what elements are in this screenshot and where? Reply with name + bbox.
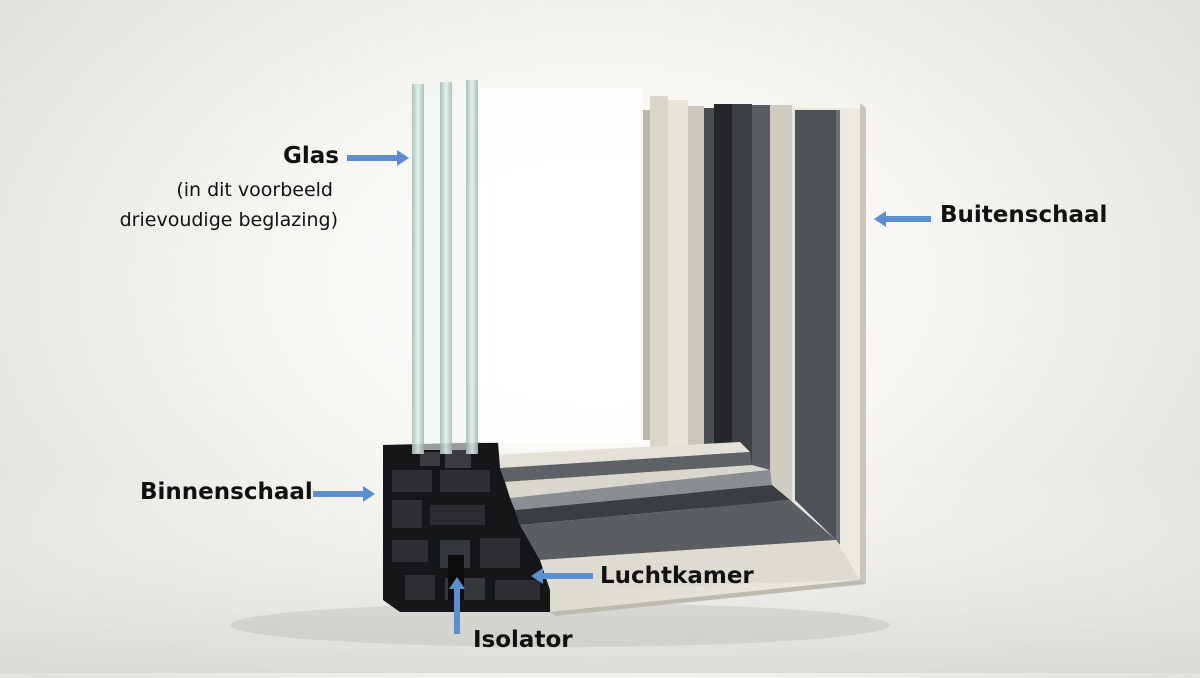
arrow-inner-shell [313, 486, 375, 502]
sill-layers [490, 442, 860, 590]
label-insulator: Isolator [473, 627, 573, 653]
arrows [313, 150, 931, 634]
dark-frame-layers [640, 96, 792, 530]
label-glass-note-2: drievoudige beglazing) [119, 209, 338, 231]
black-profile-section [383, 442, 550, 612]
label-glass: Glas [283, 143, 339, 169]
arrow-air-chamber [531, 568, 593, 584]
triple-glazing [412, 80, 643, 454]
label-inner-shell: Binnenschaal [140, 479, 313, 505]
arrow-insulator [449, 577, 465, 634]
label-air-chamber: Luchtkamer [600, 563, 754, 589]
arrow-outer-shell [874, 211, 931, 227]
label-glass-note-1: (in dit voorbeeld [176, 179, 333, 201]
label-outer-shell: Buitenschaal [940, 202, 1108, 228]
arrow-glass [347, 150, 409, 166]
frame-shadow [230, 603, 890, 647]
